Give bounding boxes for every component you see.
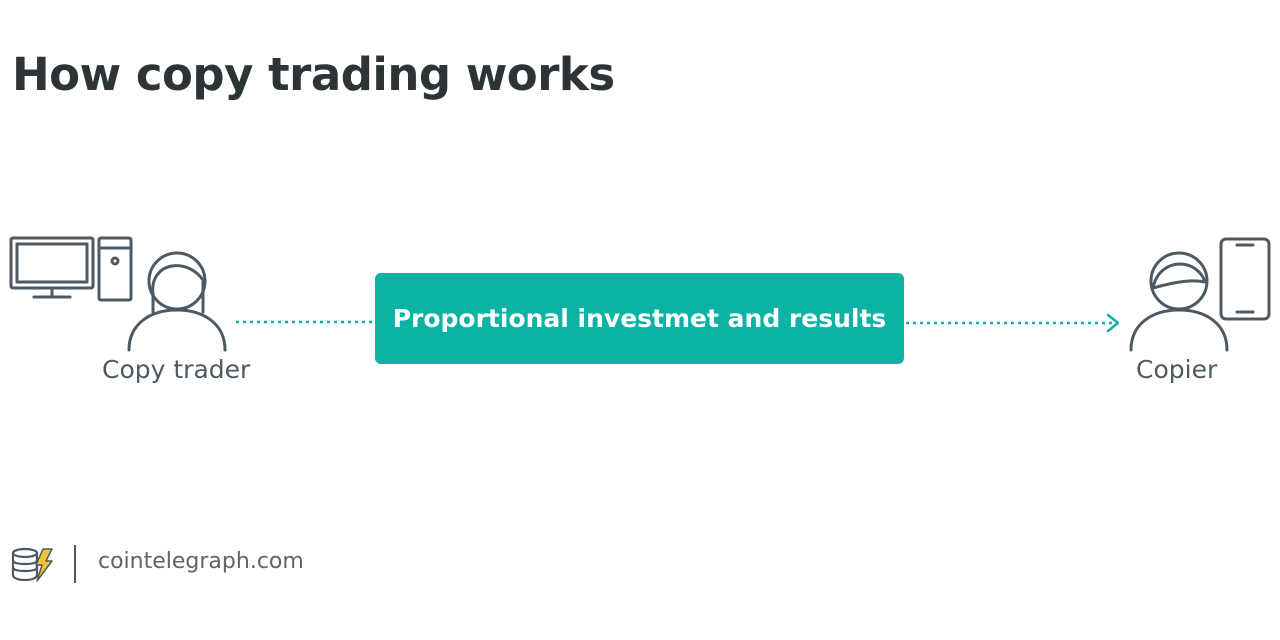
copy-trader-person-icon — [127, 251, 227, 352]
desktop-computer-icon — [9, 236, 133, 302]
proportional-investment-box: Proportional investmet and results — [375, 273, 904, 364]
left-dotted-connector — [236, 320, 376, 324]
diagram-title: How copy trading works — [12, 48, 615, 101]
dotted-arrow-icon — [906, 313, 1120, 333]
smartphone-icon — [1219, 237, 1271, 321]
cointelegraph-logo-icon — [11, 547, 53, 582]
footer-divider — [74, 545, 76, 583]
center-box-label: Proportional investmet and results — [392, 304, 887, 333]
copier-label: Copier — [1136, 355, 1218, 384]
copy-trader-label: Copy trader — [102, 355, 251, 384]
source-text: cointelegraph.com — [98, 549, 304, 574]
copier-person-icon — [1129, 251, 1229, 352]
